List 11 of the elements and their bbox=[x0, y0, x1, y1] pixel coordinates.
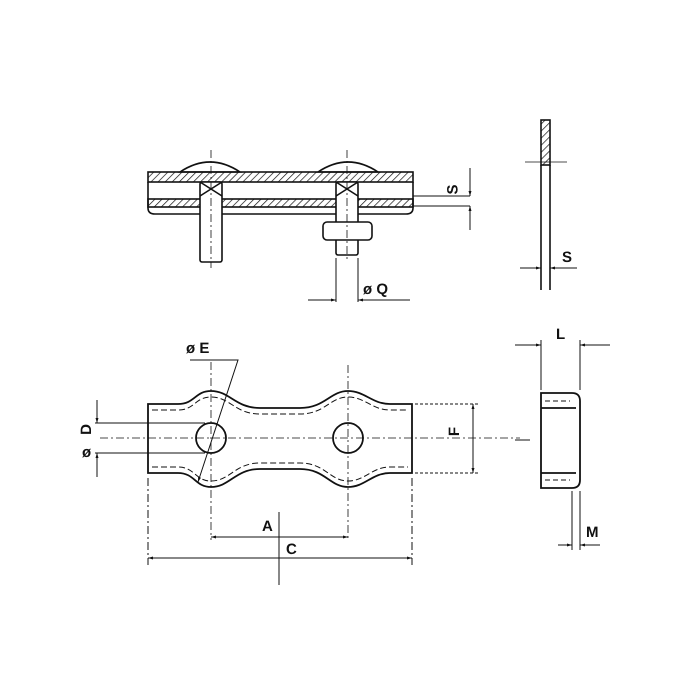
dimension-label: C bbox=[286, 542, 297, 557]
dimension-label: S bbox=[446, 184, 460, 194]
dimension-label: ø bbox=[82, 445, 92, 460]
dimension-label: ø Q bbox=[363, 282, 388, 297]
dimension-label: L bbox=[556, 327, 566, 342]
dimension-label: M bbox=[586, 525, 598, 540]
dimension-label: A bbox=[262, 519, 273, 534]
dimension-label: D bbox=[78, 424, 94, 435]
dimension-label: ø E bbox=[186, 341, 210, 356]
dimension-label: S bbox=[562, 250, 572, 265]
dimension-label: F bbox=[447, 426, 462, 436]
